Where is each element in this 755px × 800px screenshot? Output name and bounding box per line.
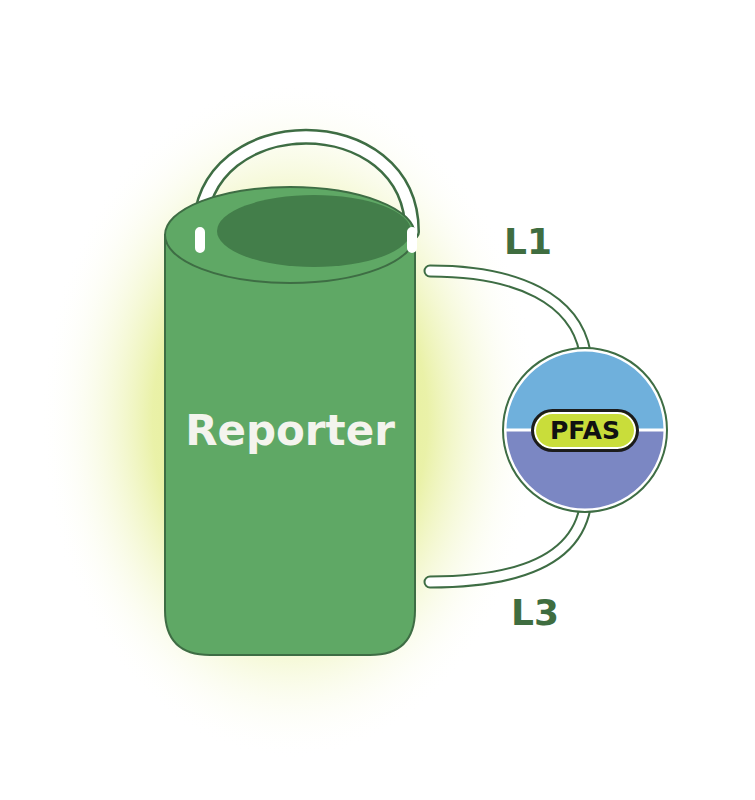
handle-end: [200, 232, 412, 248]
linker: [430, 271, 585, 352]
glow: [40, 80, 540, 760]
node-label: Reporter: [185, 406, 395, 455]
cylinder-opening: [217, 195, 411, 267]
pfas-pill: PFAS: [531, 409, 639, 452]
linker: [430, 508, 585, 582]
linker-label: L1: [504, 221, 552, 262]
linker: [430, 271, 585, 352]
domain-top: [505, 350, 665, 430]
domain-outline: [503, 348, 667, 512]
linker: [430, 508, 585, 582]
cylinder-top: [165, 187, 415, 283]
reporter-cylinder: Reporter: [165, 330, 415, 530]
linker-label: L3: [511, 592, 559, 633]
domain-bottom: [505, 430, 665, 510]
cylinder-body: [165, 235, 415, 655]
domain-ring: [505, 350, 665, 510]
node-label: PFAS: [550, 416, 620, 445]
